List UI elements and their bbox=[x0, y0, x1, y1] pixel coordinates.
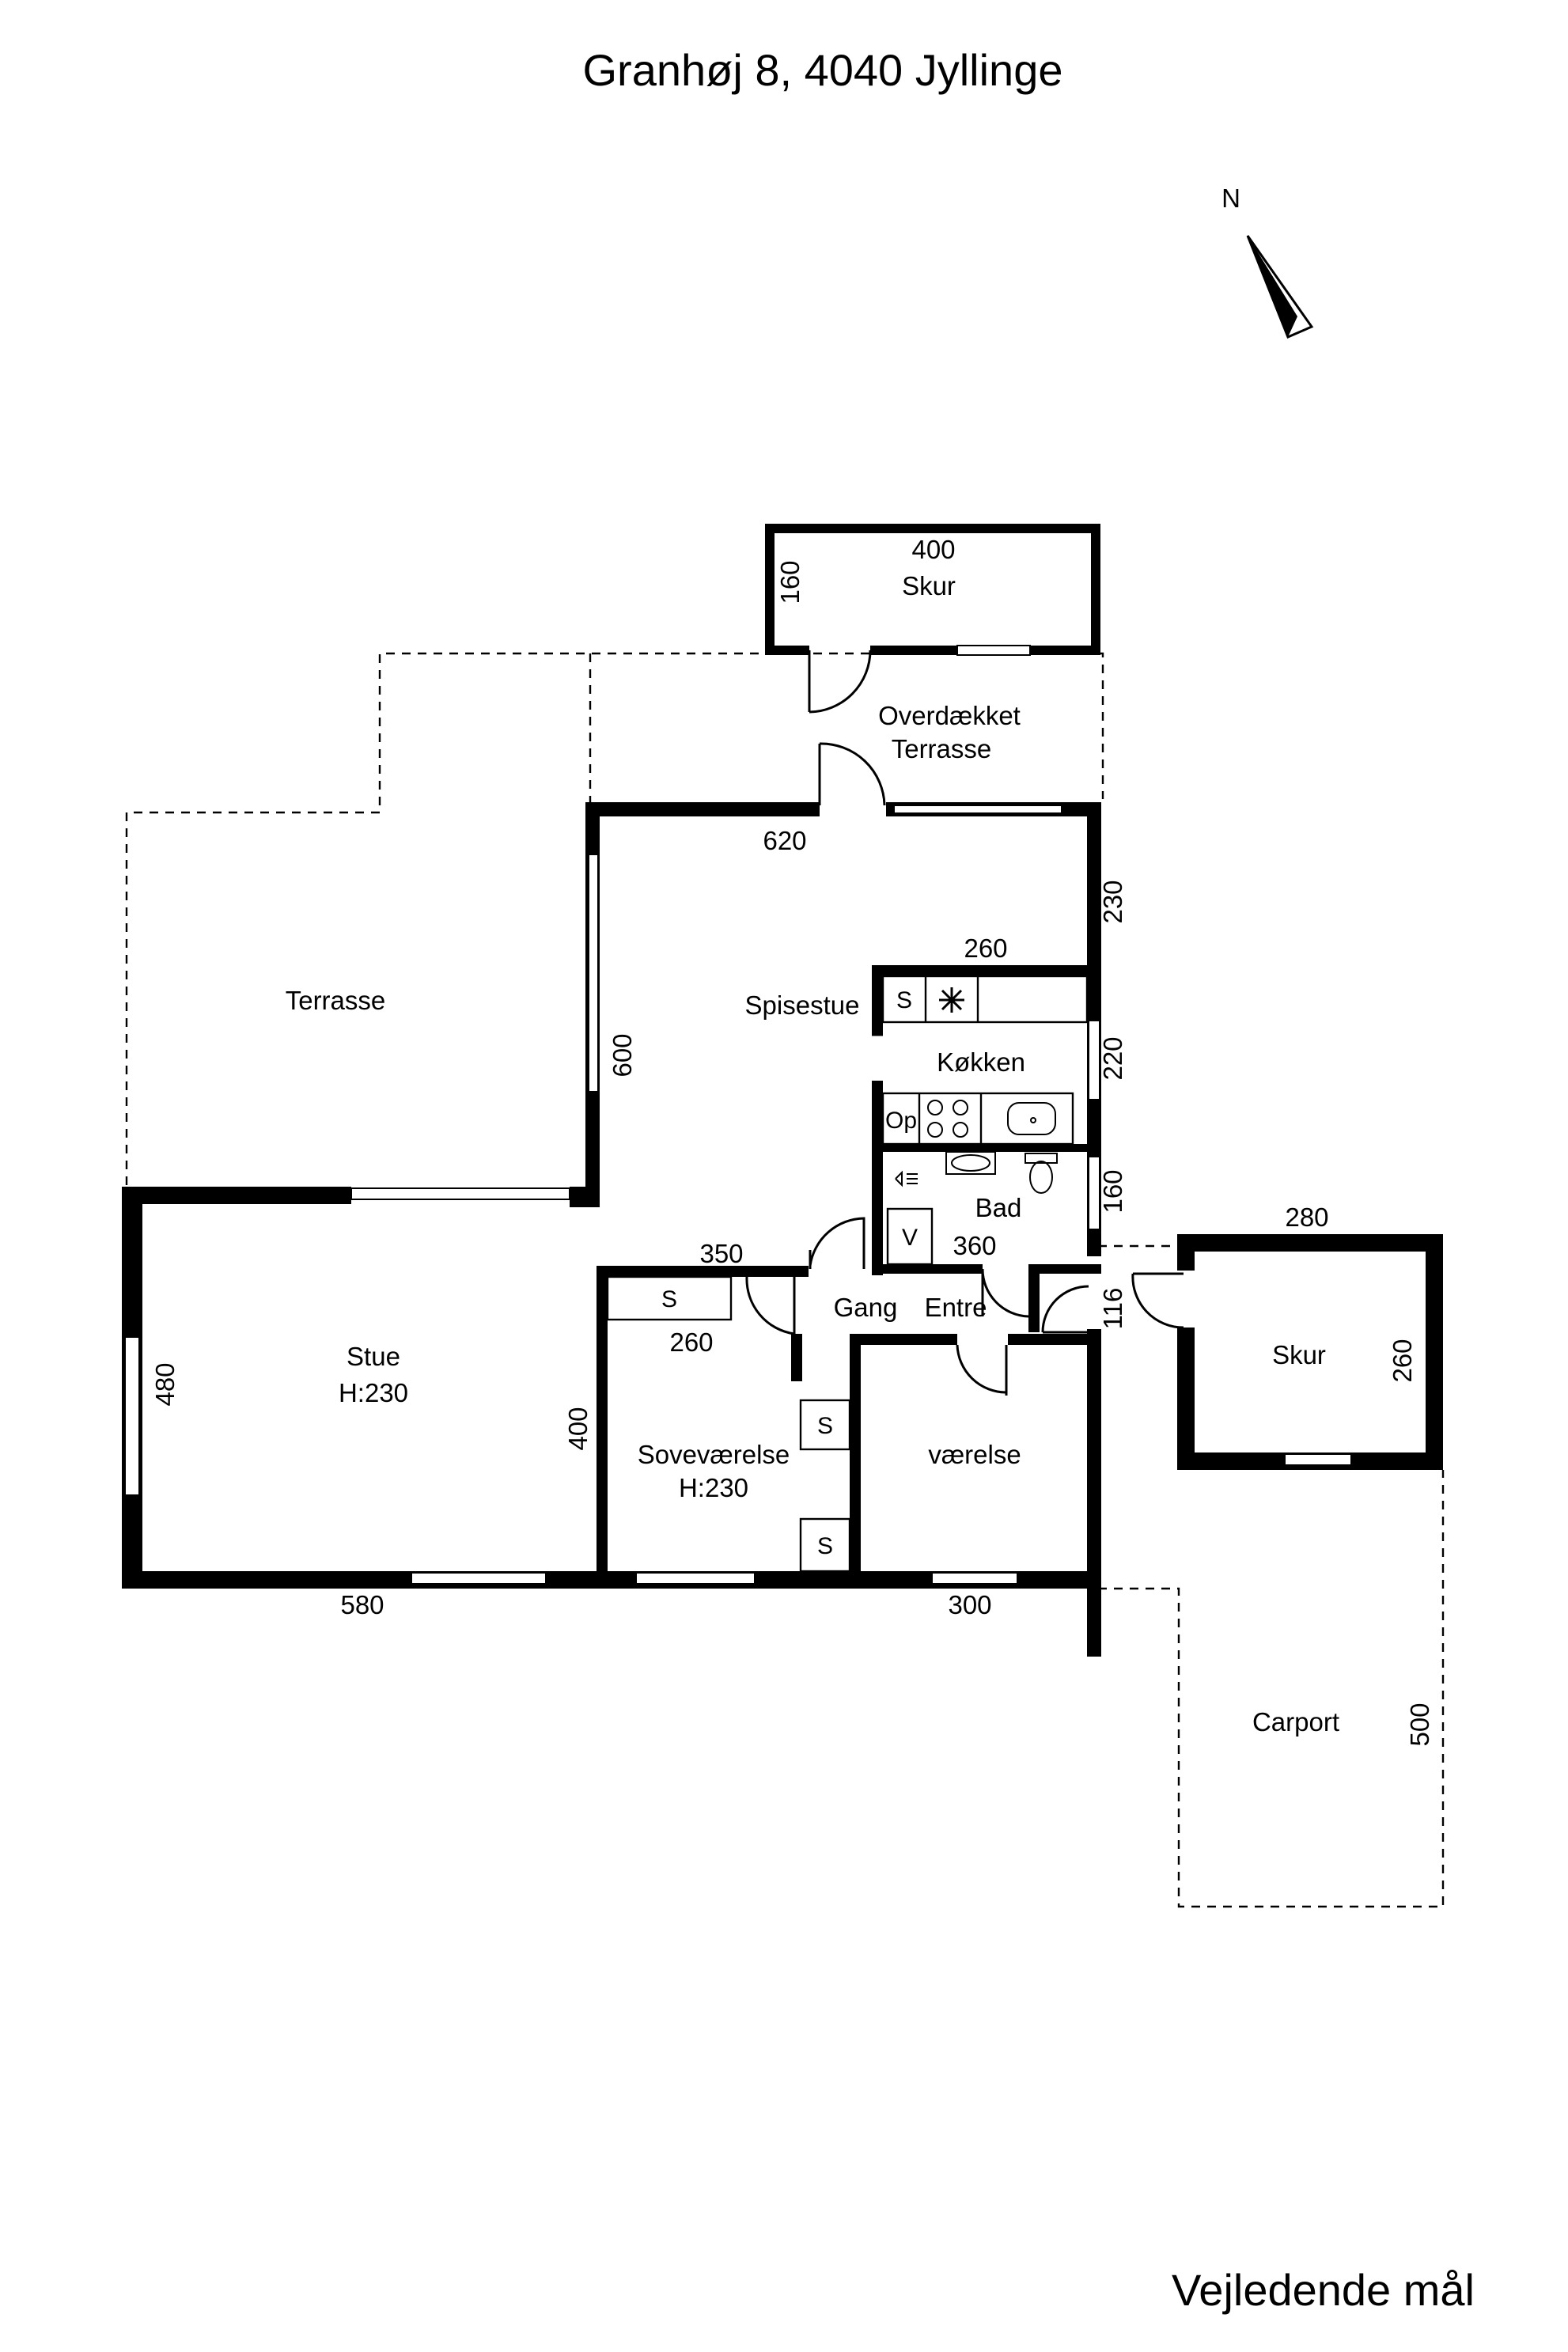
dim-bad-width: 360 bbox=[953, 1231, 996, 1260]
dim-vaerelse-width: 300 bbox=[948, 1590, 991, 1619]
shed-top-walls bbox=[765, 524, 1100, 656]
footer-note: Vejledende mål bbox=[1172, 2265, 1475, 2315]
toilet-icon bbox=[1025, 1153, 1058, 1194]
dim-hall-width: 350 bbox=[699, 1239, 743, 1268]
closet-boxes bbox=[606, 1275, 851, 1573]
room-overdaekket-line2: Terrasse bbox=[892, 734, 992, 763]
doors bbox=[745, 650, 1184, 1396]
room-skur-right: Skur bbox=[1272, 1340, 1326, 1369]
room-gang: Gang bbox=[834, 1293, 898, 1322]
dim-carport-depth: 500 bbox=[1405, 1702, 1434, 1746]
room-stue-height: H:230 bbox=[339, 1378, 408, 1407]
dim-spisestue-width: 620 bbox=[763, 826, 806, 855]
house-walls bbox=[122, 802, 1103, 1657]
stove-icon bbox=[927, 1100, 968, 1138]
shower-icon bbox=[895, 1170, 918, 1187]
fridge-star-icon bbox=[939, 987, 964, 1013]
room-overdaekket-line1: Overdækket bbox=[878, 701, 1021, 730]
room-terrasse: Terrasse bbox=[286, 986, 386, 1015]
plan-title: Granhøj 8, 4040 Jyllinge bbox=[582, 45, 1062, 95]
dim-skur-top-width: 400 bbox=[911, 535, 955, 564]
room-carport: Carport bbox=[1252, 1707, 1339, 1737]
carport-outline bbox=[1098, 1244, 1445, 1908]
fixture-s-closet-2: S bbox=[817, 1533, 833, 1559]
room-bad: Bad bbox=[975, 1193, 1022, 1222]
room-sovevaerelse-height: H:230 bbox=[679, 1473, 748, 1502]
dim-skur-top-depth: 160 bbox=[775, 560, 805, 604]
dim-skur-right-depth: 260 bbox=[1388, 1339, 1417, 1382]
kitchen-counter bbox=[881, 975, 1089, 1146]
washbasin-icon bbox=[945, 1151, 996, 1175]
fixture-op-kitchen: Op bbox=[885, 1108, 917, 1134]
dim-stue-width: 580 bbox=[340, 1590, 384, 1619]
dim-closet-width: 260 bbox=[669, 1327, 713, 1357]
room-koekken: Køkken bbox=[937, 1047, 1025, 1077]
dim-entre-depth: 116 bbox=[1098, 1288, 1127, 1330]
fixture-s-kitchen: S bbox=[896, 987, 912, 1013]
washer-box bbox=[886, 1207, 934, 1266]
dim-spisestue-depth: 600 bbox=[608, 1033, 637, 1077]
room-sovevaerelse: Soveværelse bbox=[638, 1440, 790, 1469]
room-skur-top: Skur bbox=[902, 571, 956, 600]
compass-label: N bbox=[1221, 184, 1240, 213]
dim-koekken-depth: 220 bbox=[1098, 1036, 1127, 1080]
room-entre: Entre bbox=[925, 1293, 987, 1322]
dim-stue-depth: 480 bbox=[150, 1362, 180, 1406]
north-arrow-icon bbox=[1246, 235, 1314, 339]
fixture-v-bad: V bbox=[902, 1225, 918, 1251]
room-spisestue: Spisestue bbox=[745, 990, 860, 1020]
fixture-s-closet-1: S bbox=[817, 1413, 833, 1439]
dim-sovevaerelse-depth: 400 bbox=[563, 1407, 593, 1450]
sink-icon bbox=[1007, 1102, 1056, 1135]
shed-right-walls bbox=[1177, 1234, 1443, 1470]
dim-skur-right-width: 280 bbox=[1285, 1203, 1328, 1232]
dim-spisestue-right-depth: 230 bbox=[1098, 880, 1127, 923]
room-vaerelse: værelse bbox=[928, 1440, 1021, 1469]
fixture-s-hall-closet: S bbox=[661, 1286, 677, 1312]
terrace-outline bbox=[125, 652, 1104, 1185]
dim-koekken-width: 260 bbox=[964, 934, 1007, 963]
dim-bad-depth: 160 bbox=[1098, 1169, 1127, 1213]
room-stue: Stue bbox=[347, 1342, 400, 1371]
